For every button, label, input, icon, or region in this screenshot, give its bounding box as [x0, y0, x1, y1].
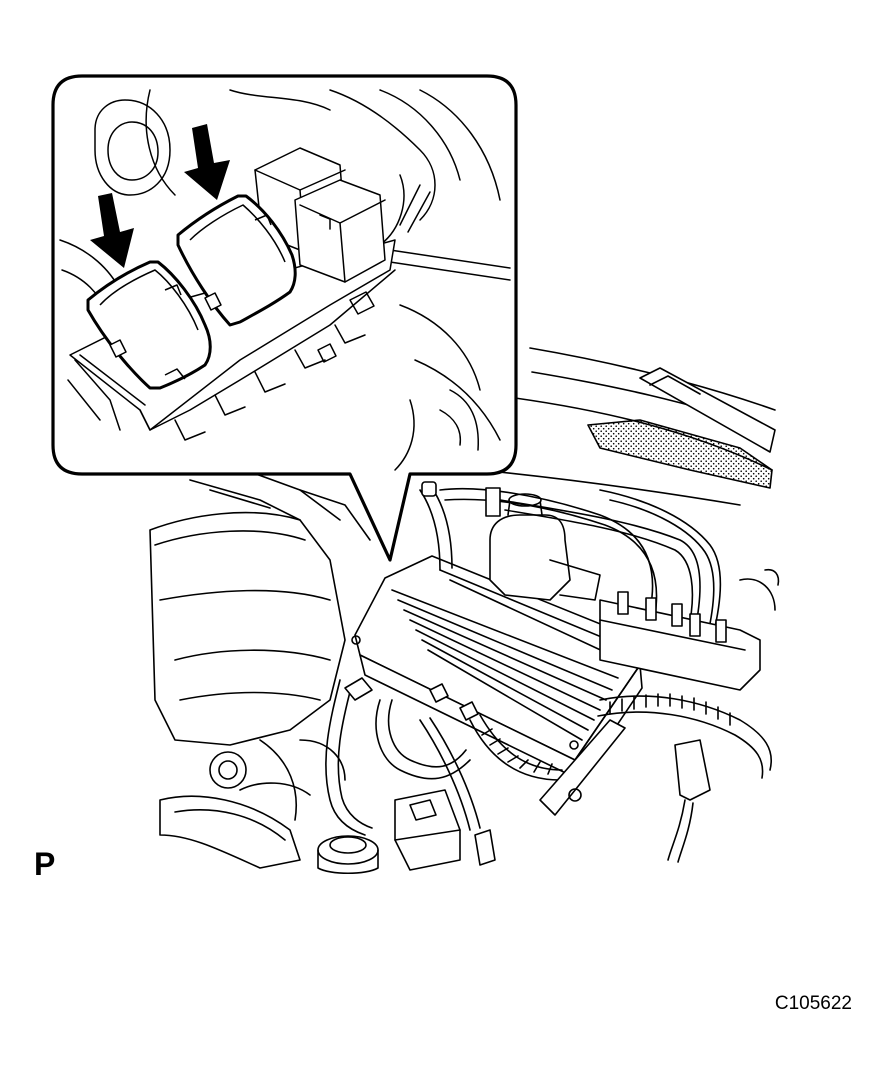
shaded-area — [588, 420, 772, 488]
engine-bay-view — [150, 348, 778, 873]
arrow-icon — [184, 124, 230, 200]
arrow-icon — [90, 193, 134, 268]
figure-code: C105622 — [774, 993, 852, 1014]
relay-right — [178, 196, 295, 325]
relay-left — [88, 262, 210, 388]
detail-callout — [53, 76, 516, 560]
side-letter: P — [34, 846, 56, 882]
